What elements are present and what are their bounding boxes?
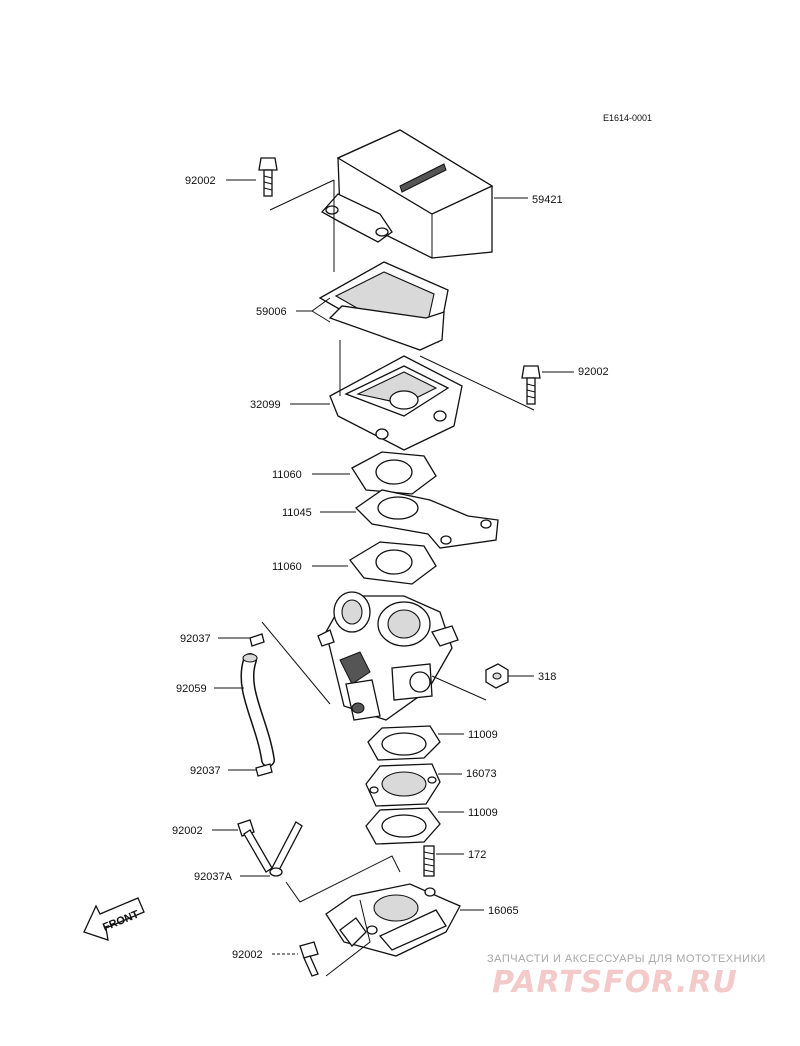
label-92059: 92059 <box>176 683 207 695</box>
intake-manifold-16065 <box>325 883 461 957</box>
stud-172 <box>423 845 435 877</box>
leader-hose-to-carb <box>261 621 331 705</box>
plate-11045 <box>354 489 499 549</box>
gasket-11009-top <box>367 725 441 761</box>
bolt-92002-bottom <box>299 941 319 977</box>
leader-nut-to-carb <box>431 675 487 701</box>
spacer-16073 <box>365 763 441 807</box>
leader-bolt-to-cover <box>269 179 335 272</box>
label-16065: 16065 <box>488 905 519 917</box>
leader-bolt-to-manifold <box>325 899 371 977</box>
label-11009-bottom: 11009 <box>468 807 498 819</box>
bolt-92002-left <box>237 819 273 873</box>
label-172: 172 <box>468 849 486 861</box>
carb-housing-32099 <box>329 355 463 451</box>
label-11060-bottom: 11060 <box>272 561 302 573</box>
label-32099: 32099 <box>250 399 281 411</box>
label-92002-top: 92002 <box>185 175 216 187</box>
leader-bolt-to-housing <box>339 340 535 411</box>
bolt-92002-right <box>521 365 541 405</box>
carburetor-assembly <box>317 591 459 721</box>
watermark-brand: PARTSFOR.RU <box>492 965 738 1000</box>
gasket-11060-top <box>351 451 437 495</box>
strap-92037A <box>269 821 303 877</box>
label-59421: 59421 <box>532 194 563 206</box>
label-11060-top: 11060 <box>272 469 302 481</box>
diagram-code: E1614-0001 <box>603 113 652 123</box>
gasket-11009-bottom <box>365 807 441 845</box>
label-318: 318 <box>538 671 556 683</box>
clip-92037-bottom <box>255 763 273 777</box>
label-92037A: 92037A <box>194 871 233 883</box>
nut-318 <box>485 663 509 689</box>
label-11009-top: 11009 <box>468 729 498 741</box>
label-16073: 16073 <box>466 768 497 780</box>
label-92037-top: 92037 <box>180 633 211 645</box>
front-arrow: FRONT <box>83 897 145 941</box>
label-92037-bottom: 92037 <box>190 765 221 777</box>
gasket-set-59006 <box>318 261 449 351</box>
watermark-tagline: ЗАПЧАСТИ И АКСЕССУАРЫ ДЛЯ МОТОТЕХНИКИ <box>487 953 766 965</box>
part-labels: 92002 59421 59006 32099 92002 11060 1104… <box>172 175 609 961</box>
label-92002-bottom: 92002 <box>232 949 263 961</box>
label-11045: 11045 <box>282 507 312 519</box>
label-59006: 59006 <box>256 306 287 318</box>
bolt-92002-top <box>258 157 278 197</box>
label-92002-left: 92002 <box>172 825 203 837</box>
label-92002-right: 92002 <box>578 366 609 378</box>
clip-92037-top <box>249 633 265 647</box>
fuel-hose-92059 <box>240 653 275 767</box>
leader-strap-to-manifold <box>285 855 401 903</box>
gasket-11060-bottom <box>349 541 437 585</box>
watermark: ЗАПЧАСТИ И АКСЕССУАРЫ ДЛЯ МОТОТЕХНИКИ PA… <box>487 953 766 1000</box>
intake-cover-59421 <box>320 129 494 259</box>
